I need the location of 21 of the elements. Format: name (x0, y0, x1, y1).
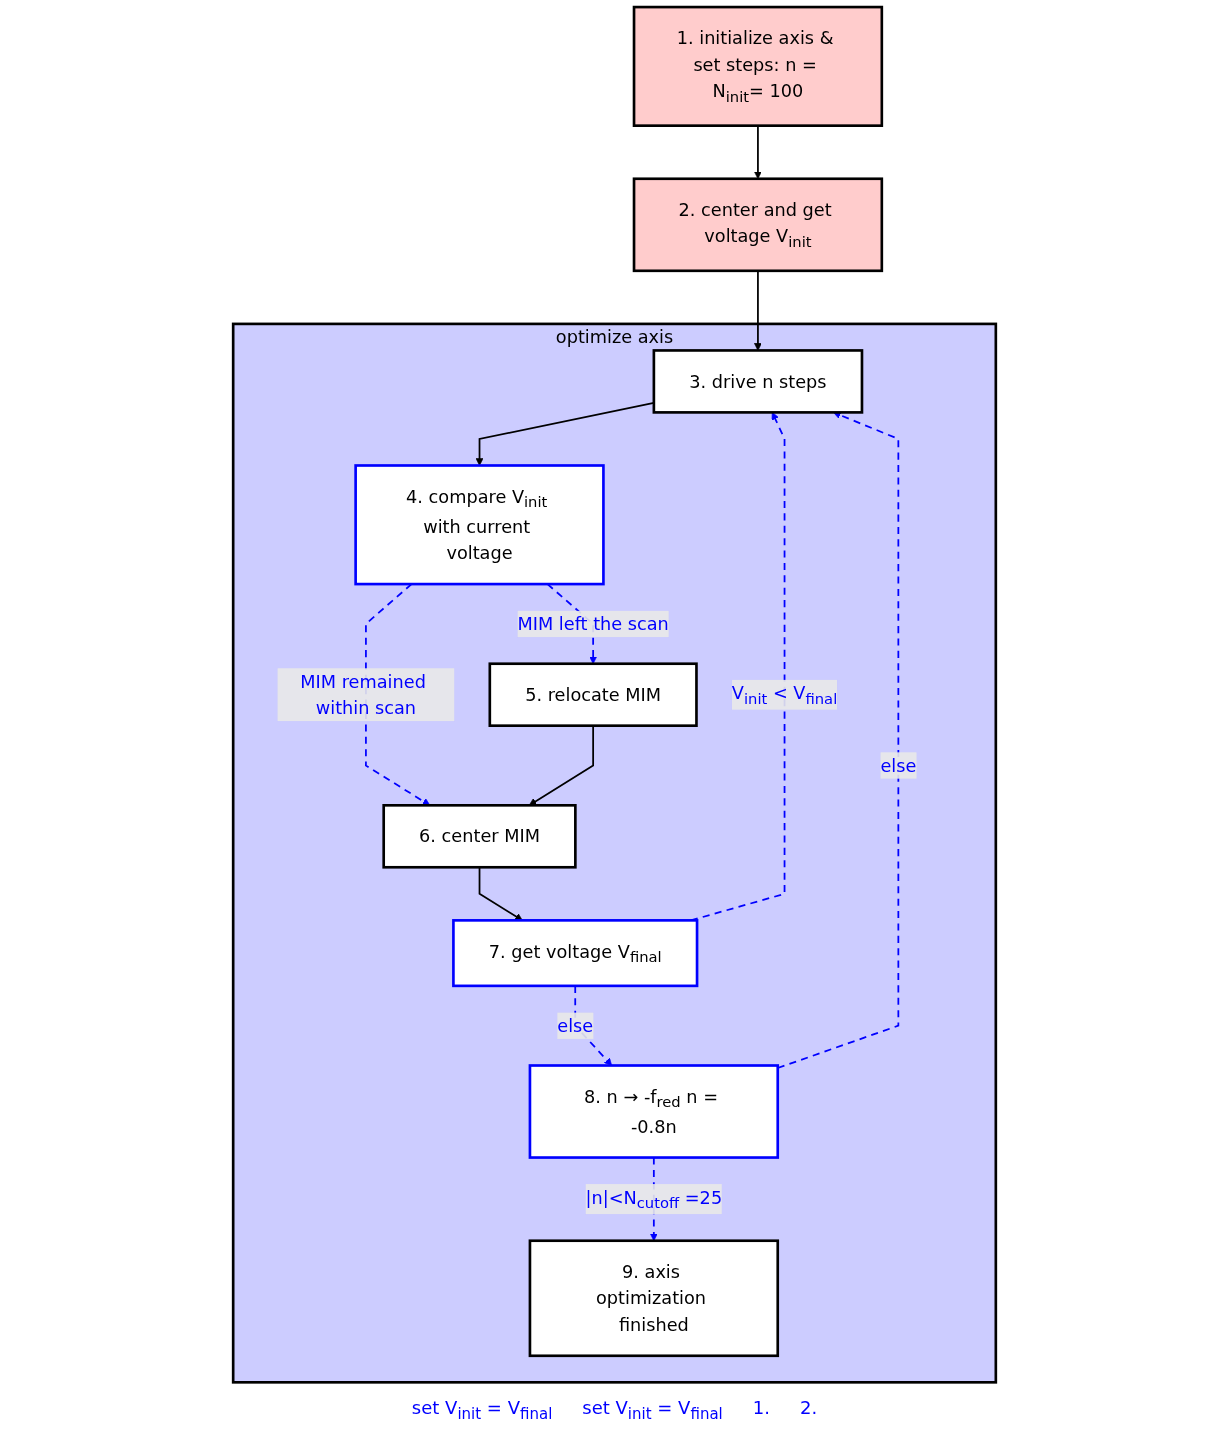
node-box (382, 804, 577, 869)
node-box (452, 919, 699, 988)
node-box (354, 464, 605, 586)
edge-label: MIM left the scan (517, 613, 669, 635)
edge-label: else (880, 754, 917, 777)
note-label: 1. (752, 1397, 770, 1421)
node-box (528, 1239, 780, 1358)
node-box (632, 177, 884, 273)
edge-label: V$_{init}$ < V$_{final}$ (731, 682, 838, 708)
note-label: 2. (799, 1397, 818, 1421)
node-box (632, 5, 884, 127)
node-box (528, 1064, 780, 1159)
flowchart: optimize axis MIM left the scan MIM remained within scan else V$_{init}$ < V$_{final}$ else |n|<N$_{cutoff}$ =25 1. initialize axis & set steps: n = N$_{init}$= 100 2. center and get voltage V$_{init}$ 3. drive n steps 4. compare V$_{init}$ with current voltage 5. relocate MIM 6. center MIM 7. get voltage V$_{final}$ 8. n → -f$_{red}$ n = -0.8n 9. axis optimization finished (0, 0, 1229, 1390)
edge-label: else (557, 1015, 594, 1037)
node-box (488, 662, 698, 727)
edge-label: |n|<N$_{cutoff}$ =25 (585, 1186, 723, 1212)
node-box (652, 349, 864, 414)
cluster (231, 322, 998, 1384)
edge-label: MIM remained within scan (300, 670, 426, 719)
note-label: set V$_{init}$ = V$_{final}$ (411, 1397, 553, 1423)
note-label: set V$_{init}$ = V$_{final}$ (582, 1397, 723, 1423)
